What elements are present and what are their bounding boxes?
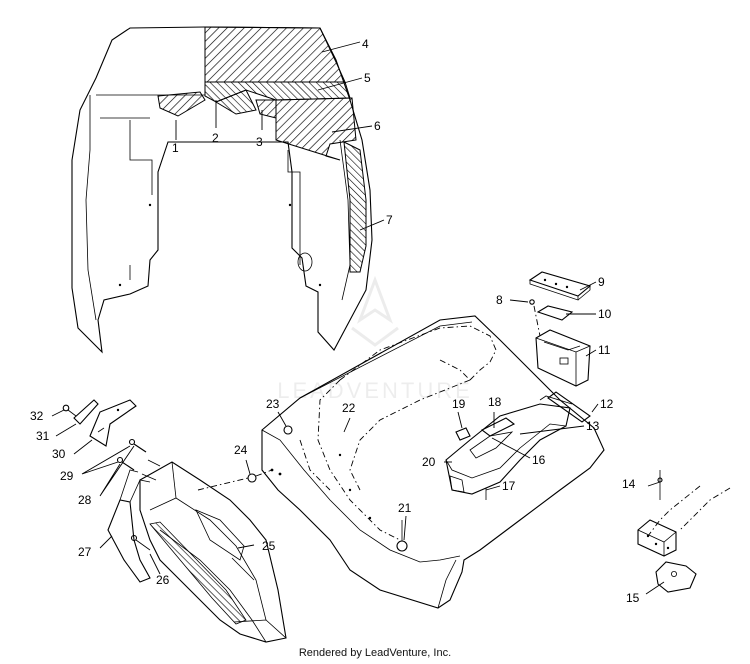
callout-26: 26 bbox=[156, 573, 170, 587]
callout-1: 1 bbox=[172, 141, 179, 155]
callout-10: 10 bbox=[598, 307, 612, 321]
callout-30: 30 bbox=[52, 447, 66, 461]
callout-15: 15 bbox=[626, 591, 640, 605]
callout-19: 19 bbox=[452, 397, 466, 411]
callout-17: 17 bbox=[502, 479, 516, 493]
callout-23: 23 bbox=[266, 397, 280, 411]
callout-29: 29 bbox=[60, 469, 74, 483]
lower-hood-part bbox=[197, 315, 605, 609]
callout-16: 16 bbox=[532, 453, 546, 467]
leader-lines bbox=[51, 41, 665, 595]
callout-14: 14 bbox=[622, 477, 636, 491]
callout-24: 24 bbox=[234, 443, 248, 457]
callout-27: 27 bbox=[78, 545, 92, 559]
callout-4: 4 bbox=[362, 37, 369, 51]
console-parts bbox=[528, 271, 592, 423]
dash-console-part bbox=[445, 395, 573, 500]
callout-31: 31 bbox=[36, 429, 50, 443]
callout-32: 32 bbox=[30, 409, 44, 423]
callout-20: 20 bbox=[422, 455, 436, 469]
watermark: LEADVENTURE bbox=[277, 275, 473, 403]
hood-shroud-part bbox=[71, 26, 373, 354]
callout-28: 28 bbox=[78, 493, 92, 507]
callout-3: 3 bbox=[256, 135, 263, 149]
callout-25: 25 bbox=[262, 539, 276, 553]
callout-6: 6 bbox=[374, 119, 381, 133]
callout-22: 22 bbox=[342, 401, 356, 415]
callout-8: 8 bbox=[496, 293, 503, 307]
callout-11: 11 bbox=[598, 343, 611, 357]
callout-12: 12 bbox=[600, 397, 614, 411]
callout-9: 9 bbox=[598, 275, 605, 289]
callout-13: 13 bbox=[586, 419, 600, 433]
callout-labels: 1 2 3 4 5 6 7 8 9 10 11 12 13 14 15 16 1… bbox=[30, 37, 640, 605]
callout-18: 18 bbox=[488, 395, 502, 409]
callout-21: 21 bbox=[398, 501, 412, 515]
render-credit: Rendered by LeadVenture, Inc. bbox=[298, 647, 452, 659]
hinge-parts bbox=[637, 470, 731, 593]
callout-7: 7 bbox=[386, 213, 393, 227]
bumper-assembly-part bbox=[62, 399, 287, 643]
watermark-text: LEADVENTURE bbox=[277, 378, 473, 403]
callout-5: 5 bbox=[364, 71, 371, 85]
callout-2: 2 bbox=[212, 131, 219, 145]
